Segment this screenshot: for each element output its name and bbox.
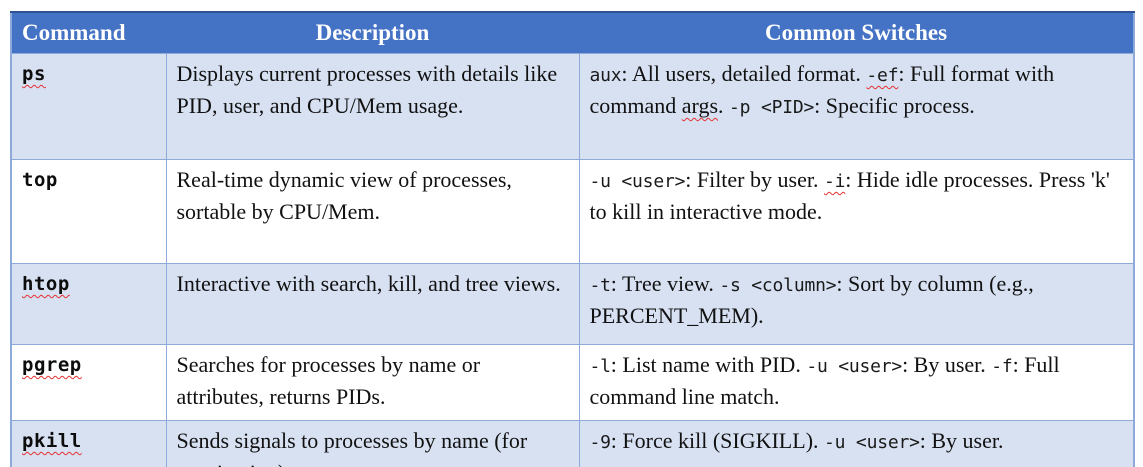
switch-token: -u <user> bbox=[589, 171, 686, 192]
command-cell: ps bbox=[10, 53, 167, 160]
description-cell: Displays current processes with details … bbox=[165, 53, 580, 160]
command-name: ps bbox=[22, 63, 46, 85]
table-row: top Real-time dynamic view of processes, … bbox=[10, 159, 1135, 264]
header-row: Command Description Common Switches bbox=[11, 11, 1134, 54]
command-name: pgrep bbox=[22, 354, 82, 376]
switch-token: aux bbox=[589, 65, 622, 86]
table-row: htop Interactive with search, kill, and t… bbox=[10, 263, 1135, 345]
switches-cell: -l: List name with PID. -u <user>: By us… bbox=[578, 344, 1135, 421]
switch-token: -i bbox=[823, 171, 846, 192]
switch-token: -s <column> bbox=[719, 275, 837, 296]
table-row: ps Displays current processes with detail… bbox=[10, 53, 1135, 160]
switch-text: : By user. bbox=[902, 352, 992, 377]
header-common-switches: Common Switches bbox=[579, 11, 1134, 54]
switch-token: -t bbox=[589, 275, 611, 296]
switches-cell: -t: Tree view. -s <column>: Sort by colu… bbox=[578, 263, 1135, 345]
description-cell: Real-time dynamic view of processes, sor… bbox=[165, 159, 580, 264]
switch-token: -p <PID> bbox=[729, 97, 815, 119]
description-cell: Sends signals to processes by name (for … bbox=[165, 420, 580, 467]
switch-token: -u <user> bbox=[806, 356, 903, 377]
table-header: Command Description Common Switches bbox=[11, 11, 1134, 54]
switch-text: args bbox=[681, 93, 719, 119]
switch-text: : Filter by user. bbox=[685, 167, 824, 192]
switch-text: : Sort by column (e.g., PERCENT_MEM). bbox=[589, 271, 1034, 329]
description-cell: Searches for processes by name or attrib… bbox=[165, 344, 580, 421]
switches-cell: -9: Force kill (SIGKILL). -u <user>: By … bbox=[578, 420, 1135, 467]
switches-cell: -u <user>: Filter by user. -i: Hide idle… bbox=[578, 159, 1135, 264]
switch-text: : All users, detailed format. bbox=[621, 61, 867, 86]
header-command: Command bbox=[11, 11, 166, 54]
switch-token: -u <user> bbox=[824, 432, 920, 453]
header-description: Description bbox=[166, 11, 579, 54]
switches-cell: aux: All users, detailed format. -ef: Fu… bbox=[578, 53, 1135, 160]
description-cell: Interactive with search, kill, and tree … bbox=[165, 263, 580, 345]
switch-text: : Full command line match. bbox=[589, 352, 1060, 410]
switch-text: : By user. bbox=[919, 428, 1004, 453]
switch-token: -l bbox=[589, 356, 611, 377]
switch-text: . bbox=[718, 93, 730, 119]
table-row: pkill Sends signals to processes by name … bbox=[10, 420, 1135, 467]
command-cell: pkill bbox=[10, 420, 167, 467]
switch-token: -9 bbox=[589, 432, 611, 453]
switch-text: : Force kill (SIGKILL). bbox=[610, 428, 825, 453]
table-row: pgrep Searches for processes by name or a… bbox=[10, 344, 1135, 421]
switch-token: -f bbox=[991, 356, 1013, 377]
switch-text: : Hide idle processes. Press 'k' to kill… bbox=[589, 167, 1110, 225]
command-cell: pgrep bbox=[10, 344, 167, 421]
command-cell: top bbox=[10, 159, 167, 264]
command-name: pkill bbox=[22, 430, 82, 452]
command-name: htop bbox=[22, 273, 70, 295]
command-name: top bbox=[22, 169, 58, 191]
switch-text: : Full format with command bbox=[589, 61, 1055, 119]
switch-token: -ef bbox=[866, 65, 899, 86]
switch-text: : List name with PID. bbox=[610, 352, 807, 377]
command-cell: htop bbox=[10, 263, 167, 345]
switch-text: : Tree view. bbox=[610, 271, 720, 296]
table-body: ps Displays current processes with detail… bbox=[10, 53, 1135, 467]
process-commands-table: Command Description Common Switches ps Di… bbox=[10, 11, 1135, 467]
switch-text: : Specific process. bbox=[814, 93, 975, 119]
